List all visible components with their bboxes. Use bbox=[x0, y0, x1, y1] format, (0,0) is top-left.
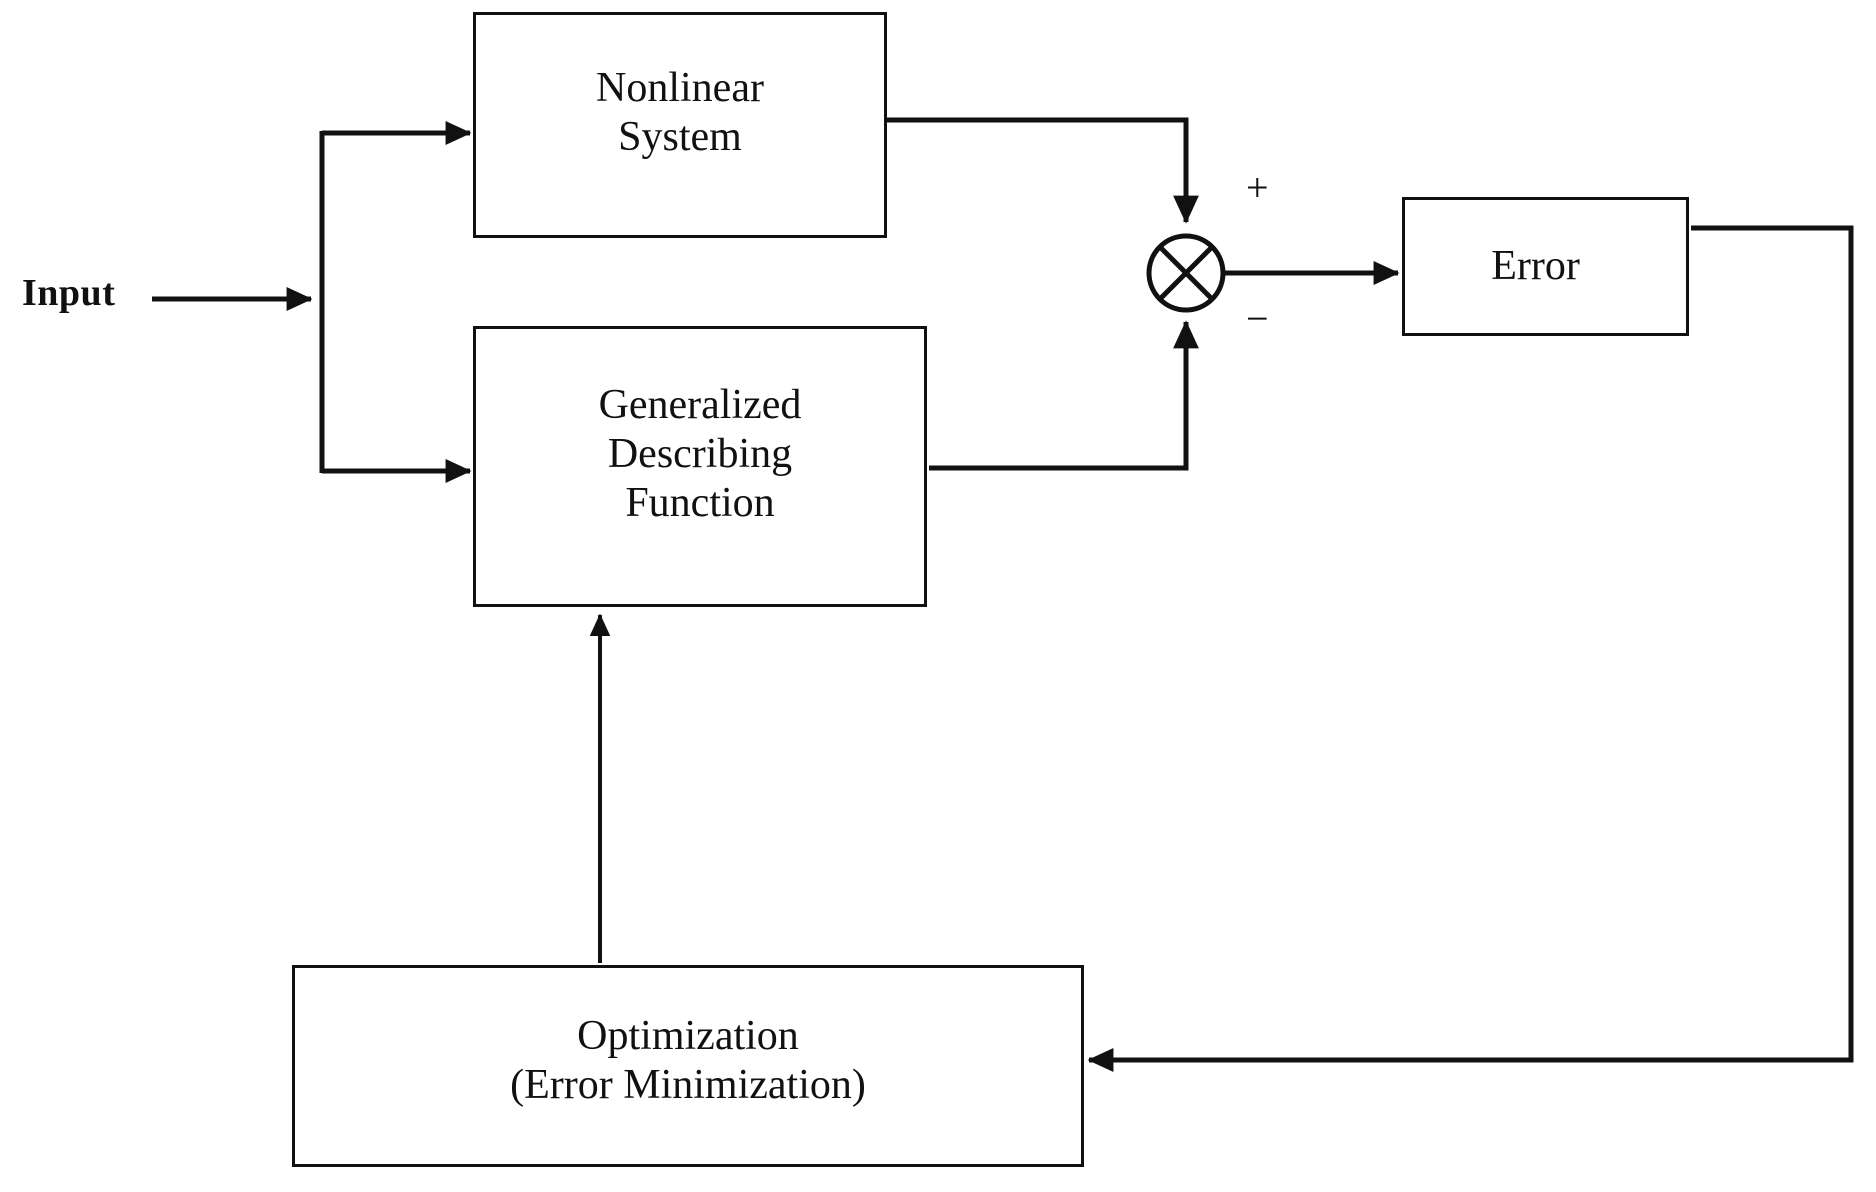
block-generalized-describing-function[interactable]: Generalized Describing Function bbox=[473, 326, 927, 607]
minus-sign-label: − bbox=[1246, 296, 1269, 341]
wire-nonlinear-system-to-junction bbox=[887, 117, 1199, 224]
block-generalized-describing-function-label: Generalized Describing Function bbox=[598, 382, 802, 526]
wire-error-to-optimization bbox=[1087, 225, 1854, 1072]
block-optimization-label: Optimization (Error Minimization) bbox=[510, 1013, 866, 1108]
block-error[interactable]: Error bbox=[1402, 197, 1689, 336]
block-error-label: Error bbox=[1491, 243, 1580, 290]
wire-gdf-to-junction bbox=[929, 320, 1199, 471]
block-nonlinear-system-label: Nonlinear System bbox=[596, 65, 764, 160]
summing-junction-x-stroke-2 bbox=[1158, 245, 1214, 301]
plus-sign-label: + bbox=[1246, 165, 1269, 210]
input-label: Input bbox=[22, 272, 116, 314]
block-optimization[interactable]: Optimization (Error Minimization) bbox=[292, 965, 1084, 1167]
summing-junction bbox=[1146, 233, 1226, 313]
block-nonlinear-system[interactable]: Nonlinear System bbox=[473, 12, 887, 238]
